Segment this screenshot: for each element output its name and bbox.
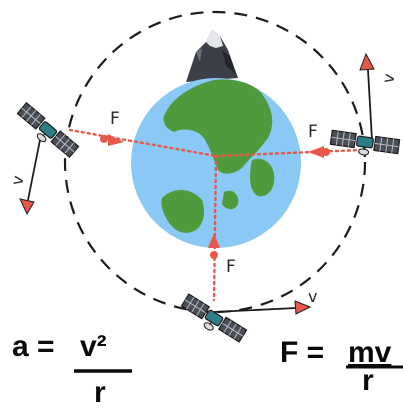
force-formula-lhs: F = <box>280 336 324 369</box>
force-label-left: F <box>110 109 120 129</box>
satellite-icon-bottom <box>177 293 248 348</box>
velocity-arrow-bottom <box>213 300 312 315</box>
acceleration-formula: a = v² r <box>12 330 132 408</box>
orbit-path <box>63 10 367 314</box>
acceleration-formula-denominator: r <box>94 376 106 408</box>
force-lines <box>68 128 362 302</box>
force-formula: F = mv r <box>280 336 403 397</box>
force-formula-denominator: r <box>362 364 374 397</box>
force-formula-numerator: mv <box>348 336 392 369</box>
velocity-arrow-right <box>359 52 375 141</box>
mountain-icon <box>186 30 238 82</box>
velocity-label-bottom: v <box>308 287 317 306</box>
force-label-bottom: F <box>226 257 236 277</box>
acceleration-formula-lhs: a = <box>12 330 55 363</box>
force-arrow-left <box>100 134 124 146</box>
acceleration-formula-numerator: v² <box>80 330 107 363</box>
velocity-arrow-left <box>19 139 41 216</box>
velocity-label-right: v <box>378 72 398 85</box>
force-arrow-right <box>308 146 330 158</box>
satellite-icon-right <box>328 129 401 161</box>
satellite-icon-left <box>12 102 80 163</box>
force-arrow-bottom <box>208 233 220 259</box>
force-label-right: F <box>308 122 318 142</box>
velocity-label-left: v <box>7 174 27 187</box>
